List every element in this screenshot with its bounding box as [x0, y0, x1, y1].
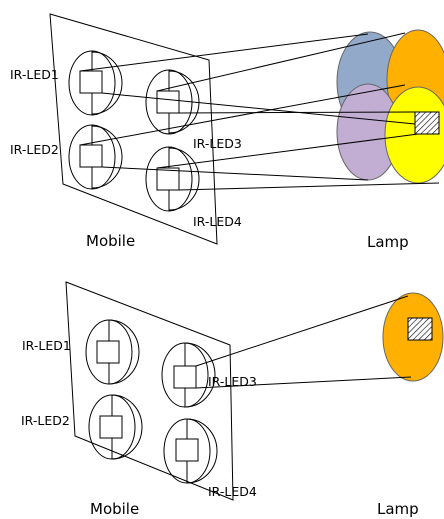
ir-led-1	[68, 50, 123, 116]
bottom-led3-label: IR-LED3	[208, 374, 257, 389]
top-led3-label: IR-LED3	[193, 136, 242, 151]
mobile-plane	[49, 13, 218, 245]
bottom-mobile-caption: Mobile	[90, 500, 139, 518]
mobile-plane	[65, 281, 234, 501]
lamp-sensor-hatched	[414, 111, 440, 135]
top-led2-label: IR-LED2	[10, 142, 59, 157]
ir-led-3	[161, 342, 216, 408]
lamp-circle-yellow	[384, 86, 444, 184]
bottom-lamp-caption: Lamp	[377, 500, 419, 518]
top-lamp-caption: Lamp	[367, 233, 409, 251]
ir-led-2	[88, 394, 143, 460]
top-lamp	[336, 29, 444, 184]
ir-led-1	[85, 319, 140, 385]
bottom-beam-lines	[195, 295, 412, 389]
top-led4-label: IR-LED4	[193, 214, 242, 229]
ir-led-4	[145, 146, 200, 212]
ir-led-4	[163, 418, 218, 484]
ir-led-3	[145, 69, 200, 135]
top-beam-lines	[79, 32, 440, 191]
bottom-led2-label: IR-LED2	[21, 413, 70, 428]
top-led1-label: IR-LED1	[10, 67, 59, 82]
top-mobile-caption: Mobile	[86, 232, 135, 250]
bottom-lamp	[382, 292, 444, 382]
bottom-panel: IR-LED1 IR-LED2 IR-LED3 IR-LED4 Mobile L…	[21, 281, 444, 518]
lamp-sensor-hatched	[407, 317, 433, 341]
bottom-led1-label: IR-LED1	[22, 338, 71, 353]
top-panel: IR-LED1 IR-LED2 IR-LED3 IR-LED4 Mobile L…	[10, 13, 444, 251]
bottom-led4-label: IR-LED4	[208, 484, 257, 499]
ir-led-2	[68, 124, 123, 190]
